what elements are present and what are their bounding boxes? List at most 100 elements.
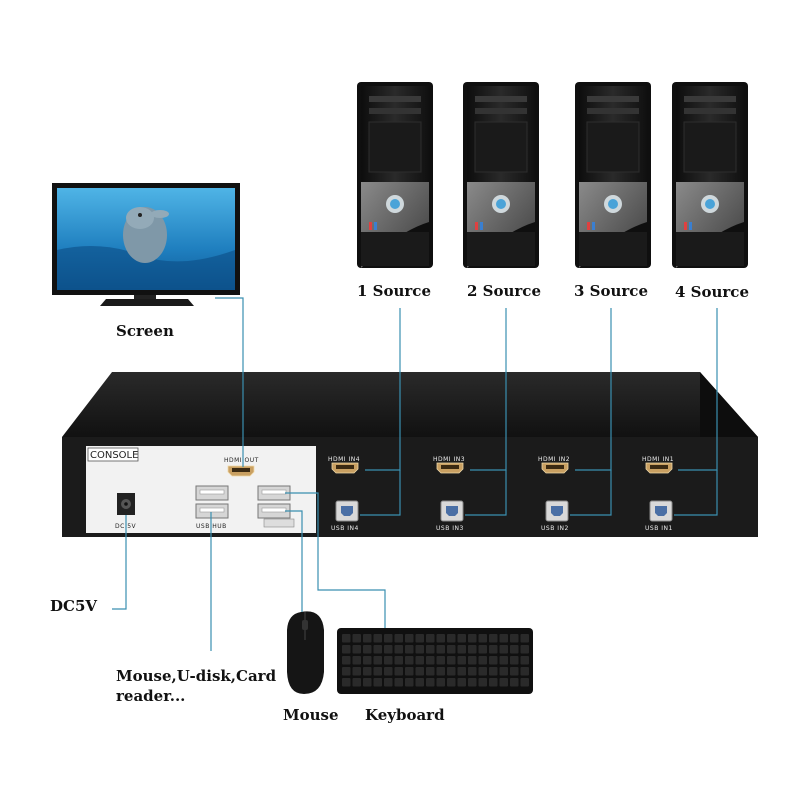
kvm-switch: CONSOLE DC 5V HDMI OUT USB HUB HDMI IN4 …: [62, 372, 758, 537]
keyboard-key: [342, 678, 351, 687]
keyboard-key: [478, 634, 487, 643]
keyboard-key: [373, 656, 382, 665]
keyboard-key: [510, 645, 519, 654]
keyboard-key: [415, 634, 424, 643]
hdmi-in4-label: HDMI IN4: [328, 456, 360, 463]
keyboard-key: [373, 667, 382, 676]
keyboard-key: [426, 678, 435, 687]
keyboard-key: [499, 645, 508, 654]
keyboard-key: [436, 678, 445, 687]
cable-source-1-usb: [360, 470, 401, 516]
keyboard-key: [426, 656, 435, 665]
cable-dc5v: [112, 515, 127, 610]
cable-screen: [215, 297, 244, 467]
keyboard-key: [363, 634, 372, 643]
keyboard-key: [415, 678, 424, 687]
cable-keyboard: [285, 492, 386, 628]
keyboard-key: [352, 667, 361, 676]
hdmi-in3-label: HDMI IN3: [433, 456, 465, 463]
source-1-label: 1 Source: [357, 282, 431, 300]
keyboard-key: [468, 678, 477, 687]
keyboard-key: [468, 667, 477, 676]
source-pc-4: [671, 81, 749, 269]
keyboard-key: [520, 634, 529, 643]
keyboard-key: [457, 656, 466, 665]
keyboard-key: [352, 656, 361, 665]
keyboard-key: [489, 645, 498, 654]
keyboard-key: [468, 645, 477, 654]
source-pc-1: [356, 81, 434, 269]
cable-mouse: [285, 510, 303, 612]
usb-in2-label: USB IN2: [541, 525, 569, 532]
keyboard-key: [415, 656, 424, 665]
keyboard-key: [489, 667, 498, 676]
source-pc-3: [574, 81, 652, 269]
keyboard-key: [363, 645, 372, 654]
keyboard-key: [468, 656, 477, 665]
keyboard-key: [394, 634, 403, 643]
keyboard-key: [415, 667, 424, 676]
keyboard-key: [478, 667, 487, 676]
keyboard-key: [447, 656, 456, 665]
keyboard-key: [447, 678, 456, 687]
keyboard-key: [510, 667, 519, 676]
keyboard-key: [468, 634, 477, 643]
console-label: CONSOLE: [90, 450, 138, 461]
keyboard-key: [489, 678, 498, 687]
keyboard-key: [520, 667, 529, 676]
keyboard-key: [373, 645, 382, 654]
keyboard-key: [457, 667, 466, 676]
source-3-label: 3 Source: [574, 282, 648, 300]
source-4-label: 4 Source: [675, 283, 749, 301]
keyboard-key: [352, 645, 361, 654]
keyboard-key: [384, 678, 393, 687]
keyboard-key: [510, 678, 519, 687]
keyboard-key: [436, 656, 445, 665]
usb-in3-label: USB IN3: [436, 525, 464, 532]
keyboard-key: [405, 634, 414, 643]
keyboard-key: [520, 645, 529, 654]
mouse-device: [287, 611, 324, 694]
source-2-label: 2 Source: [467, 282, 541, 300]
keyboard-key: [342, 667, 351, 676]
source-pc-2: [462, 81, 540, 269]
keyboard-key: [363, 678, 372, 687]
keyboard-device: [337, 628, 533, 694]
keyboard-key: [510, 656, 519, 665]
keyboard-key: [426, 645, 435, 654]
keyboard-key: [352, 634, 361, 643]
keyboard-key: [384, 667, 393, 676]
cable-source-3-usb: [570, 470, 612, 516]
keyboard-key: [520, 678, 529, 687]
usb-devices-label: Mouse,U-disk,Card reader...: [116, 667, 277, 705]
keyboard-key: [447, 645, 456, 654]
keyboard-key: [499, 656, 508, 665]
keyboard-key: [352, 678, 361, 687]
keyboard-key: [510, 634, 519, 643]
keyboard-key: [520, 656, 529, 665]
hdmi-in2-label: HDMI IN2: [538, 456, 570, 463]
mouse-label: Mouse: [283, 706, 339, 724]
keyboard-key: [457, 645, 466, 654]
keyboard-key: [489, 656, 498, 665]
keyboard-key: [363, 667, 372, 676]
cable-source-4-usb: [674, 470, 718, 516]
hdmi-out-label: HDMI OUT: [224, 457, 259, 464]
keyboard-key: [499, 667, 508, 676]
keyboard-key: [447, 667, 456, 676]
keyboard-key: [478, 645, 487, 654]
keyboard-key: [363, 656, 372, 665]
keyboard-key: [394, 656, 403, 665]
keyboard-key: [394, 678, 403, 687]
keyboard-key: [373, 634, 382, 643]
dc5v-label: DC5V: [50, 597, 98, 615]
keyboard-key: [384, 634, 393, 643]
keyboard-key: [436, 645, 445, 654]
keyboard-key: [457, 678, 466, 687]
keyboard-key: [342, 634, 351, 643]
keyboard-key: [405, 656, 414, 665]
cables: [112, 297, 718, 651]
usb-in4-label: USB IN4: [331, 525, 359, 532]
keyboard-key: [499, 634, 508, 643]
keyboard-key: [426, 634, 435, 643]
